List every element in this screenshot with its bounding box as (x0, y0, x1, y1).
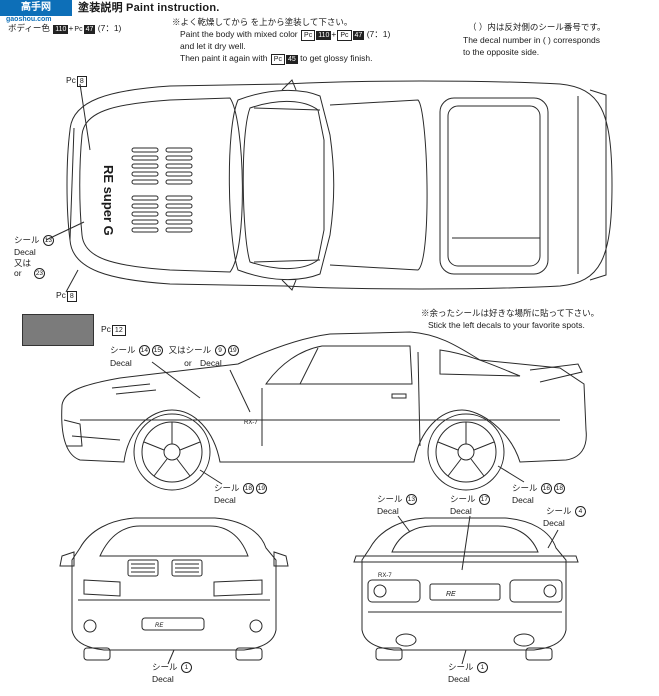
side-badge: RX-7 (244, 420, 258, 426)
rear-decal-a-jp: シール 13 (377, 494, 417, 506)
rear-decal-b-en: Decal (450, 506, 472, 516)
front-bottom-decal-jp: シール 1 (152, 662, 193, 674)
rear-bottom-decal-jp: シール 1 (448, 662, 489, 674)
front-view-car (59, 517, 289, 665)
front-bottom-decal-en: Decal (152, 674, 174, 684)
front-plate-text: RE (155, 623, 164, 629)
rear-plate-text: RE (446, 591, 456, 598)
color-a-chip: 110 (53, 25, 69, 34)
hood-logo-text: RE super G (101, 165, 116, 236)
body-color-prefix: ボディー色 (8, 23, 50, 33)
rear-decal-c-jp: シール 4 (546, 506, 587, 518)
page-title: 塗装説明 Paint instruction. (78, 2, 220, 14)
rear-decal-b-jp: シール 17 (450, 494, 490, 506)
side-view-car (61, 331, 587, 491)
rear-decal-c-en: Decal (543, 518, 565, 528)
site-logo-sub: gaoshou.com (6, 16, 52, 23)
rear-decal-a-en: Decal (377, 506, 399, 516)
front-wheel-decal-en: Decal (214, 495, 236, 505)
opposite-side-note-jp: （ ）内は反対側のシール番号です。 (468, 22, 606, 32)
side-decal-label-en: Decal or Decal (110, 358, 222, 368)
opposite-side-note-en-2: to the opposite side. (463, 47, 540, 57)
color-swatch (22, 314, 94, 346)
instruction-en-2: and let it dry well. (180, 41, 246, 51)
leftover-decal-note-jp: ※余ったシールは好きな場所に貼って下さい。 (421, 308, 600, 318)
rear-bottom-decal-en: Decal (448, 674, 470, 684)
top-view-car (45, 79, 613, 293)
instruction-jp: ※よく乾燥してから を上から塗装して下さい。 (172, 17, 353, 27)
or-jp-top-left: 又は (14, 258, 32, 268)
mix-ratio: (7：1) (97, 23, 122, 33)
leftover-decal-note-en: Stick the left decals to your favorite s… (428, 320, 585, 330)
color-b-chip: 47 (83, 25, 96, 34)
site-logo: 高手网 (0, 0, 72, 16)
opposite-side-note-en-1: The decal number in ( ) corresponds (463, 35, 601, 45)
or-en-top-left: or 23 (14, 268, 45, 280)
decal-label-top-left: シール 13 (14, 235, 54, 247)
rear-view-car (353, 515, 579, 665)
rear-badge: RX-7 (378, 573, 392, 579)
decal-en-top-left: Decal (14, 247, 36, 257)
rear-wheel-decal-en: Decal (512, 495, 534, 505)
